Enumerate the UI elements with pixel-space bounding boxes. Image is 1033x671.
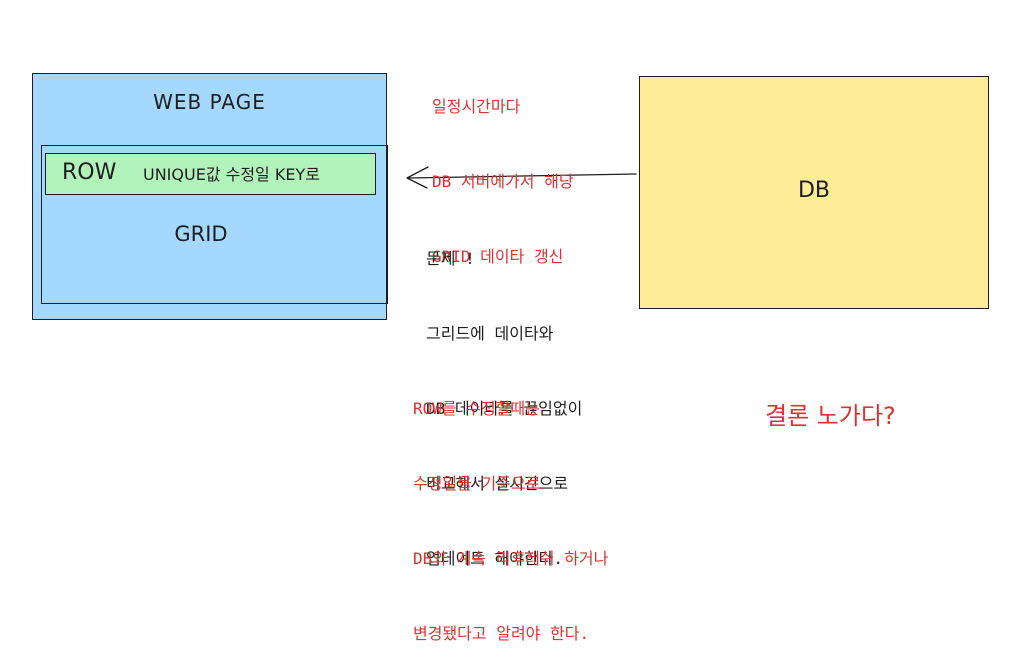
problem-note-line: 비교해서 실시간으로 — [426, 474, 569, 493]
row-update-note-line: ROW를 수정할때는 — [413, 399, 540, 418]
db-box — [639, 76, 989, 309]
conclusion-text: 결론 노가다? — [765, 402, 896, 430]
row-label: ROW — [62, 160, 117, 185]
row-description: UNIQUE값 수정일 KEY로 — [143, 165, 320, 184]
row-update-note-line: 수정일을 기준으로 — [413, 474, 541, 493]
problem-note-line: DB 데이타를 끊임없이 — [426, 399, 583, 418]
row-box — [45, 153, 376, 195]
row-update-note-line: 변경됐다고 알려야 한다. — [413, 624, 590, 643]
refresh-note: 일정시간마다 DB 서버에가서 해당 GRID 데이타 갱신 — [432, 44, 574, 294]
grid-box — [41, 145, 388, 304]
web-page-box — [32, 73, 387, 320]
grid-label: GRID — [174, 222, 228, 246]
row-update-note: ROW를 수정할때는 수정일을 기준으로 DB와 계속 리후레쉬 하거나 변경됐… — [413, 346, 608, 671]
web-page-title: WEB PAGE — [153, 90, 266, 114]
problem-note-line: 문제 ! — [426, 249, 475, 268]
refresh-note-line: GRID 데이타 갱신 — [432, 247, 564, 266]
row-update-note-line: DB와 계속 리후레쉬 하거나 — [413, 549, 609, 568]
problem-note-line: 그리드에 데이타와 — [426, 324, 554, 343]
db-label: DB — [797, 178, 831, 203]
refresh-note-line: DB 서버에가서 해당 — [432, 172, 574, 191]
refresh-note-line: 일정시간마다 — [432, 97, 521, 116]
